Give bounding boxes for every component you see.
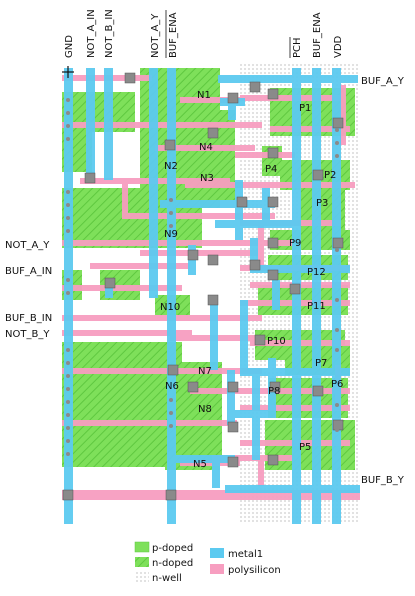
pin-left-buf-a-in: BUF_A_IN (5, 266, 52, 277)
legend-item-p-doped: p-doped (134, 541, 193, 554)
transistor-n10: N10 (160, 302, 180, 313)
transistor-p2: P2 (324, 170, 336, 181)
transistor-labels: N1 N2 N3 N4 N5 N6 N7 N8 N9 N10 P1 P2 P3 … (160, 90, 343, 470)
pin-pch-bar: PCH (292, 37, 303, 58)
pin-vdd: VDD (333, 35, 344, 58)
pin-left-not-a-y: NOT_A_Y (5, 240, 50, 251)
side-pin-labels: NOT_A_Y BUF_A_IN BUF_B_IN NOT_B_Y BUF_A_… (5, 76, 405, 486)
pin-buf-ena-bar: BUF_ENA (168, 12, 179, 58)
legend-item-polysilicon: polysilicon (210, 564, 281, 576)
legend: p-doped n-doped n-well metal1 polysilico… (134, 541, 281, 584)
transistor-p4: P4 (265, 164, 277, 175)
transistor-p6: P6 (331, 379, 343, 390)
via-dots (66, 98, 339, 456)
transistor-n4: N4 (199, 142, 213, 153)
transistor-p1: P1 (299, 103, 311, 114)
transistor-n1: N1 (197, 90, 211, 101)
transistor-p8: P8 (268, 386, 280, 397)
transistor-n9: N9 (164, 229, 178, 240)
pin-right-buf-b-y: BUF_B_Y (361, 475, 405, 486)
pin-not-b-in: NOT_B_IN (104, 9, 115, 58)
pin-not-a-y: NOT_A_Y (150, 13, 161, 58)
gnd-cross-icon (62, 66, 74, 78)
pin-not-a-in: NOT_A_IN (86, 9, 97, 58)
transistor-n5: N5 (193, 459, 207, 470)
pin-gnd: GND (64, 35, 75, 58)
transistor-p5: P5 (299, 442, 311, 453)
transistor-p3: P3 (316, 198, 328, 209)
legend-label-p-doped: p-doped (152, 543, 193, 554)
legend-label-n-well: n-well (152, 573, 182, 584)
transistor-p7: P7 (315, 358, 327, 369)
transistor-p9: P9 (289, 238, 301, 249)
transistor-n2: N2 (164, 161, 178, 172)
metal1-layer (64, 68, 360, 524)
transistor-n7: N7 (198, 366, 212, 377)
transistor-p12: P12 (307, 267, 326, 278)
pin-right-buf-a-y: BUF_A_Y (361, 76, 405, 87)
transistor-n3: N3 (200, 173, 214, 184)
contacts (62, 72, 344, 501)
pin-buf-ena: BUF_ENA (312, 12, 323, 58)
transistor-p11: P11 (307, 301, 326, 312)
legend-item-n-doped: n-doped (135, 557, 193, 569)
legend-item-n-well: n-well (135, 572, 182, 584)
legend-item-metal1: metal1 (210, 548, 263, 560)
legend-label-n-doped: n-doped (152, 558, 193, 569)
transistor-n8: N8 (198, 404, 212, 415)
legend-label-metal1: metal1 (228, 549, 263, 560)
legend-label-polysilicon: polysilicon (228, 565, 281, 576)
top-pin-labels: GND NOT_A_IN NOT_B_IN NOT_A_Y BUF_ENA PC… (64, 9, 344, 58)
pin-left-not-b-y: NOT_B_Y (5, 329, 50, 340)
transistor-p10: P10 (267, 336, 286, 347)
pin-left-buf-b-in: BUF_B_IN (5, 313, 52, 324)
transistor-n6: N6 (165, 381, 179, 392)
